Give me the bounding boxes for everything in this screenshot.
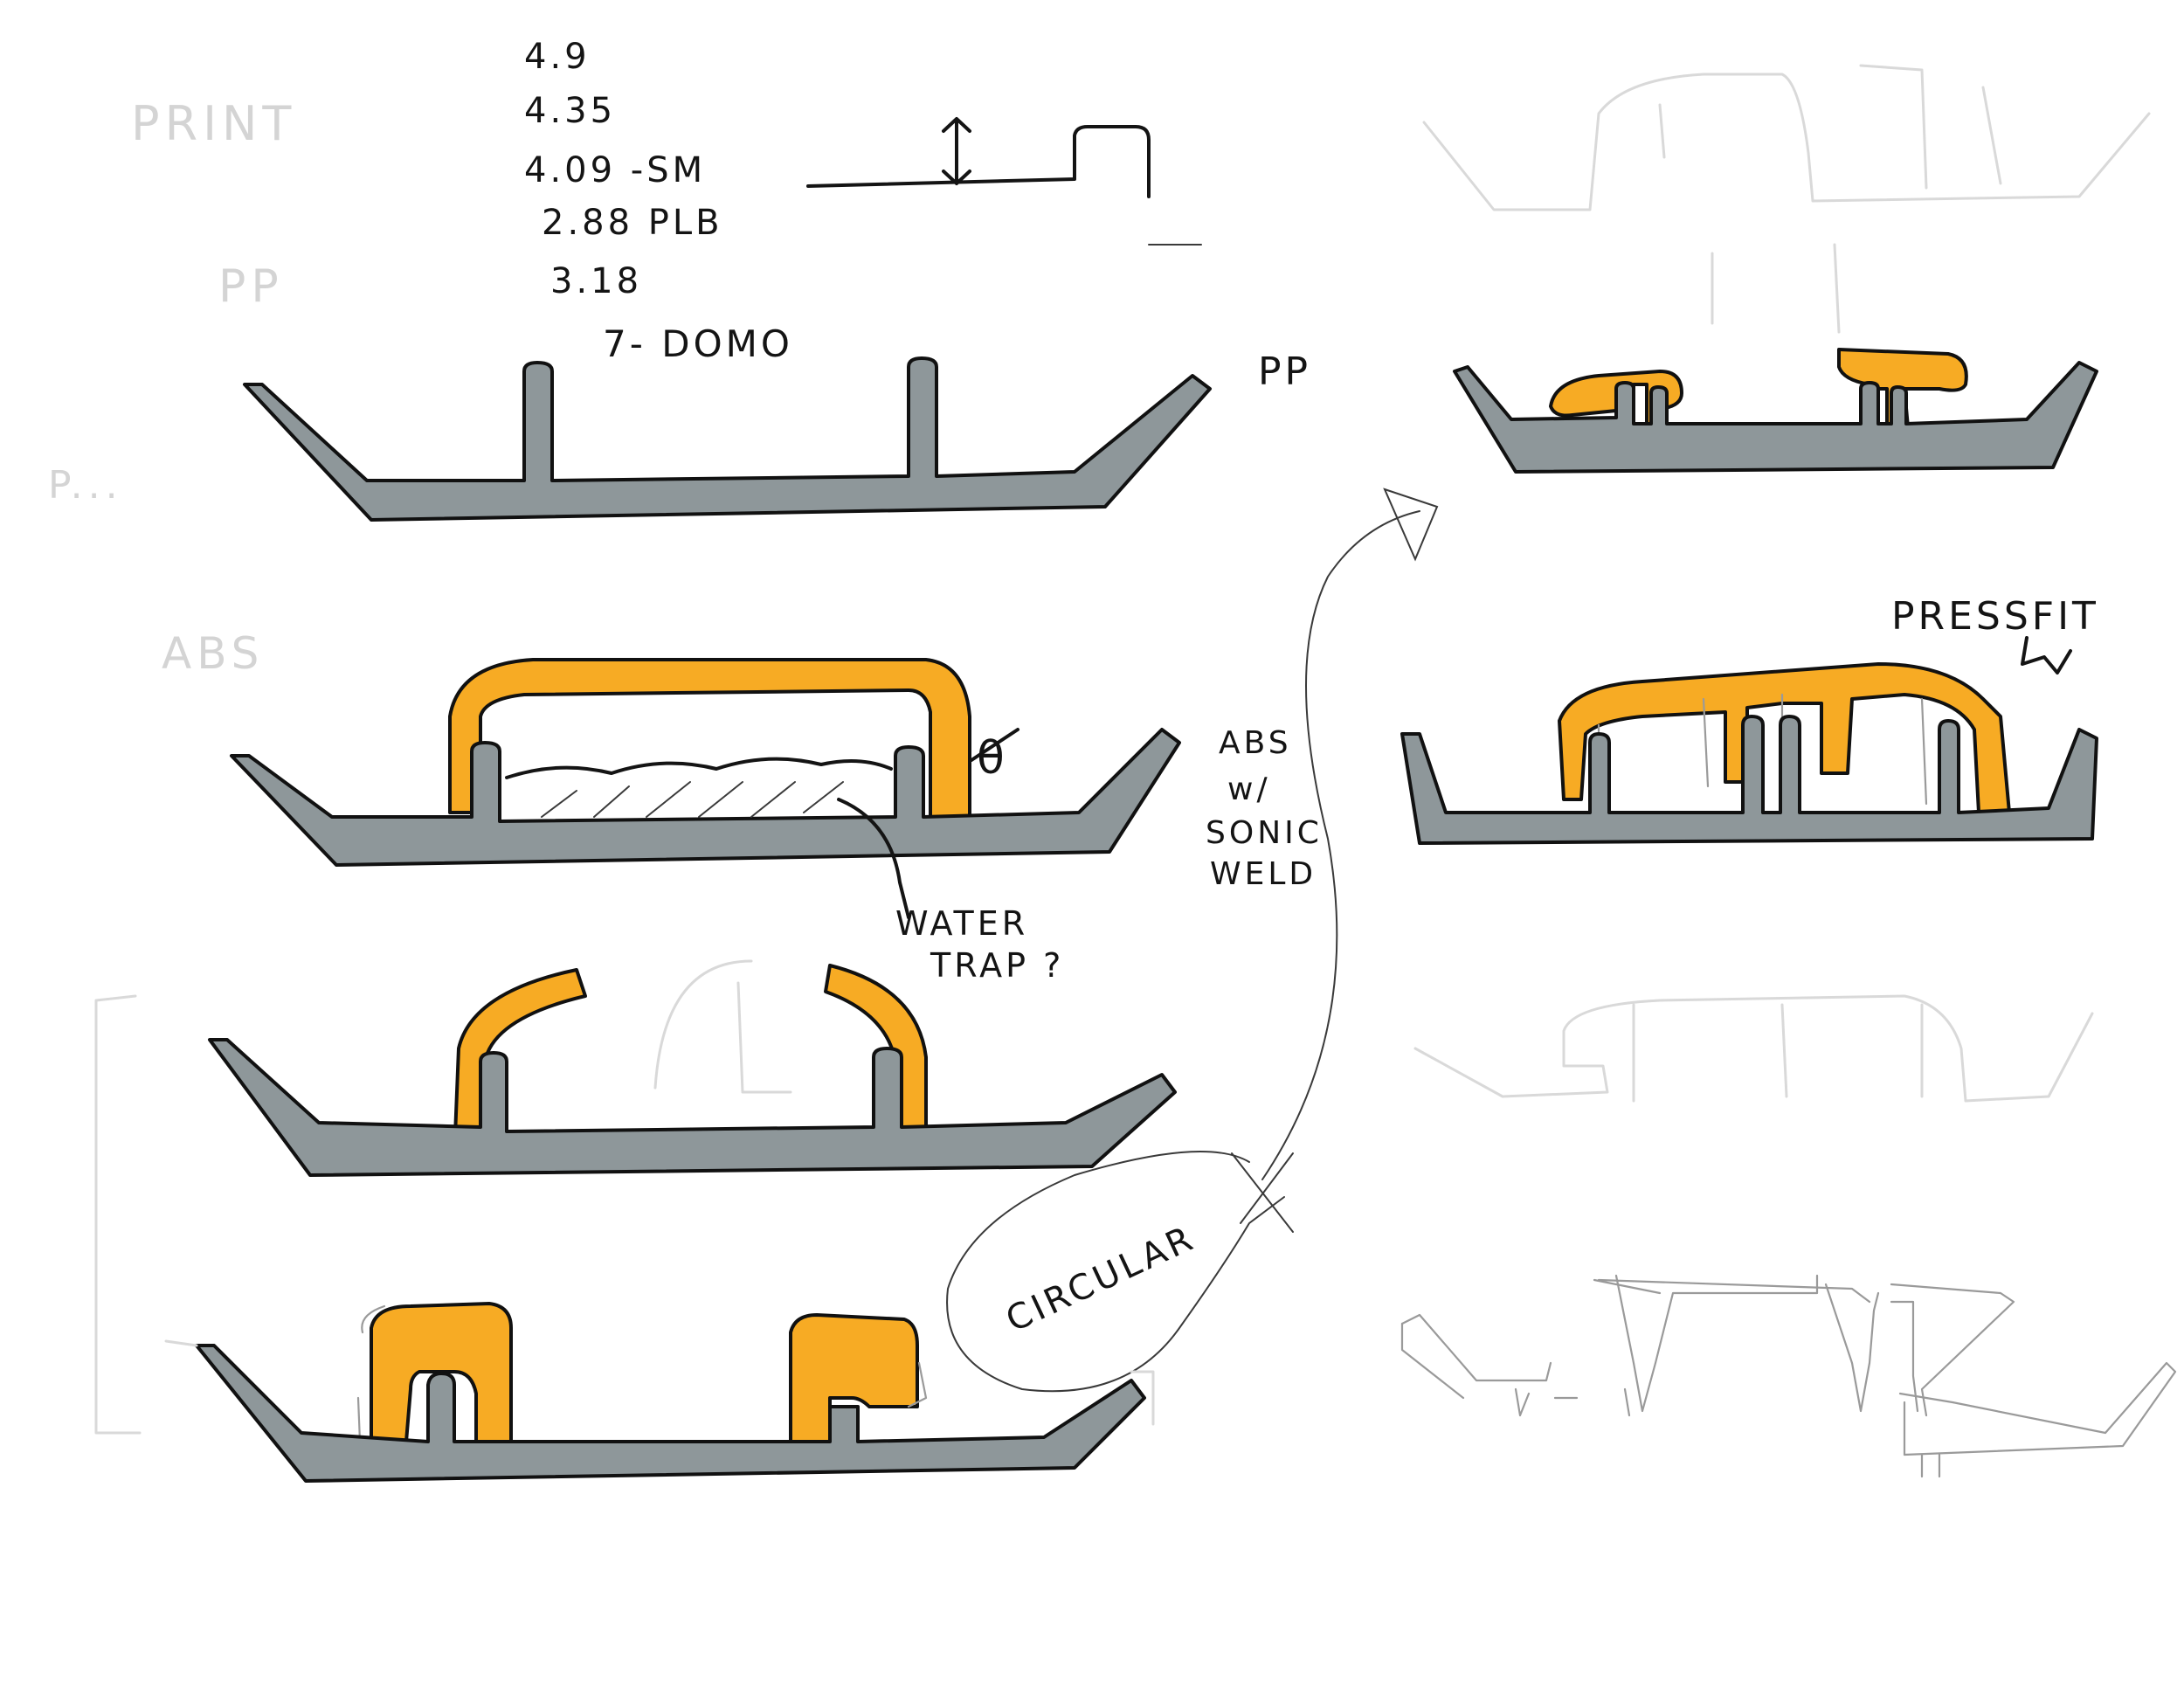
faint-label-pp: PP [218, 260, 284, 313]
label-abs-line-2: w/ [1227, 771, 1271, 807]
label-theta: θ [977, 732, 1008, 785]
profile-pp-base: PP [243, 349, 1311, 522]
ghost-profile-right-middle [1413, 994, 2094, 1103]
dimension-notes: 4.9 4.35 4.09 -SM 2.88 PLB 3.18 7- DOMO [524, 37, 793, 365]
label-water-trap-line-2: TRAP ? [930, 946, 1064, 985]
water-trap-leader [837, 798, 910, 919]
ghost-sketch-top-right [1422, 64, 2151, 334]
ghost-sketch-left [94, 959, 792, 1435]
label-abs-sonic-weld: ABS w/ SONIC WELD [1206, 725, 1323, 892]
label-abs-line-1: ABS [1219, 725, 1292, 761]
profile-t-clips [1453, 348, 2098, 474]
faint-label-p: P... [48, 463, 123, 508]
profile-split-cap [208, 964, 1177, 1177]
note-value-1: 4.9 [524, 37, 591, 77]
faint-label-abs: ABS [162, 628, 264, 679]
height-dimension-sketch [806, 117, 1202, 246]
note-value-2: 4.35 [524, 91, 616, 131]
label-abs-line-4: WELD [1210, 856, 1317, 892]
profile-abs-sonic-weld: θ ABS w/ SONIC WELD WATER TRAP ? [230, 658, 1323, 985]
pencil-profile-right-bottom [1400, 1274, 2177, 1478]
faint-label-print: PRINT [131, 96, 296, 151]
label-pressfit: PRESSFIT [1891, 594, 2099, 639]
note-value-3: 4.09 -SM [524, 150, 706, 190]
label-pp: PP [1258, 349, 1311, 394]
label-circular: CIRCULAR [1000, 1218, 1202, 1340]
label-water-trap: WATER TRAP ? [895, 904, 1064, 985]
circular-note: CIRCULAR [946, 1151, 1294, 1393]
transition-arrow [1261, 510, 1420, 1180]
profile-pressfit: PRESSFIT [1400, 594, 2099, 845]
label-water-trap-line-1: WATER [895, 904, 1028, 943]
profile-snap-caps [164, 1302, 1155, 1483]
pressfit-leader [2021, 636, 2072, 675]
note-value-4: 2.88 PLB [542, 203, 723, 243]
note-domo: 7- DOMO [603, 322, 793, 365]
label-abs-line-3: SONIC [1206, 815, 1323, 851]
note-value-5: 3.18 [550, 261, 642, 301]
